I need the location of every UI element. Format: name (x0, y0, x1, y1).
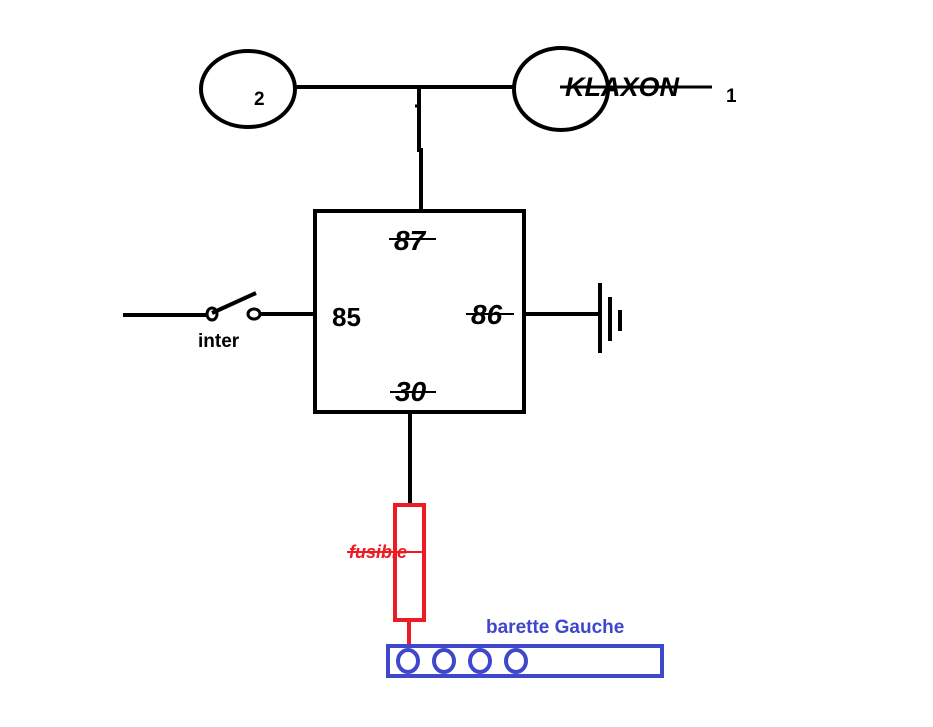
horn-2-label: 2 (254, 89, 265, 110)
fuse-body (393, 503, 426, 622)
busbar-slot-1 (396, 648, 420, 674)
busbar-body (386, 644, 664, 678)
wire-to-pin-87 (417, 87, 423, 210)
pin-87-label: 87 (394, 225, 427, 256)
switch-lever (211, 291, 257, 315)
busbar-label: barette Gauche (486, 617, 624, 638)
busbar-slot-4 (504, 648, 528, 674)
switch-label: inter (198, 331, 240, 352)
busbar-slot-3 (468, 648, 492, 674)
busbar-slot-2 (432, 648, 456, 674)
pin-85-label: 85 (332, 302, 361, 332)
relay-box (313, 209, 526, 414)
switch-contact-right (246, 307, 262, 321)
switch-contact-left (205, 306, 219, 322)
horn-1-number-label: 1 (726, 86, 737, 107)
horn-2-circle (199, 49, 297, 129)
